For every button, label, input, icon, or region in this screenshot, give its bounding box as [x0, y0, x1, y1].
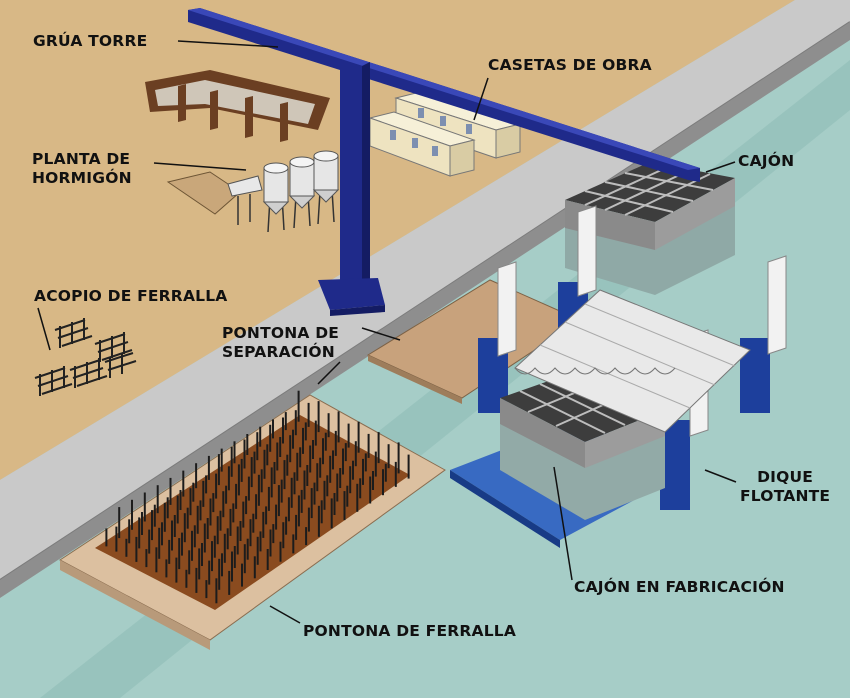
leader-lines — [37, 40, 737, 624]
label-separation-pontoon: PONTONA DE SEPARACIÓN — [222, 324, 340, 361]
label-caisson: CAJÓN — [738, 152, 795, 170]
label-rebar-storage: ACOPIO DE FERRALLA — [34, 287, 228, 305]
site-huts — [368, 91, 522, 177]
rebar-bundles — [34, 318, 137, 396]
label-rebar-pontoon: PONTONA DE FERRALLA — [303, 622, 517, 640]
quay — [0, 0, 850, 580]
label-crane: GRÚA TORRE — [33, 32, 148, 50]
label-caisson-in-construction: CAJÓN EN FABRICACIÓN — [574, 578, 785, 596]
rebar-pontoon — [59, 390, 446, 650]
label-floating-dock: DIQUE FLOTANTE — [740, 468, 831, 505]
label-concrete-plant: PLANTA DE HORMIGÓN — [32, 150, 132, 187]
quay-side — [0, 22, 850, 598]
tower-crane — [188, 8, 700, 316]
label-site-huts: CASETAS DE OBRA — [488, 56, 652, 74]
aggregate-bins — [145, 70, 330, 142]
dock-canopy — [514, 289, 751, 433]
concrete-plant — [166, 150, 340, 233]
